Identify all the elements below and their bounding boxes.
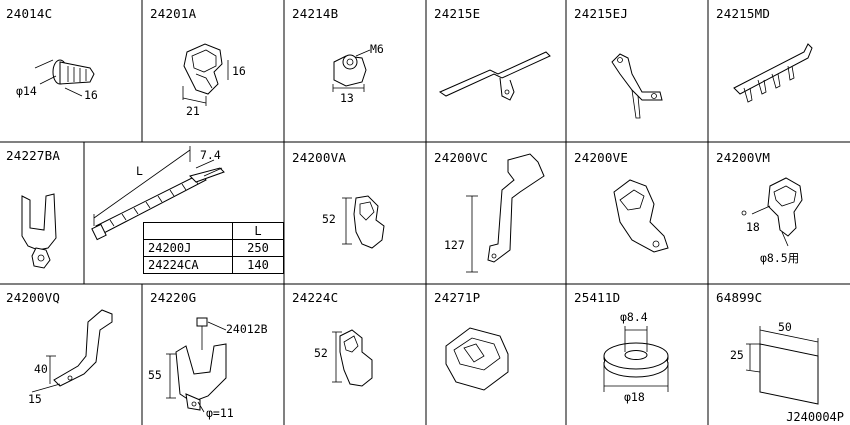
- clip-24224c-drawing: [332, 329, 373, 387]
- part-label-24201a: 24201A: [150, 6, 197, 21]
- dim-24200vq-height: 40: [34, 362, 48, 376]
- dim-24201a-height: 16: [232, 64, 246, 78]
- pad-64899c-drawing: [745, 326, 819, 405]
- dim-24214b-width: 13: [340, 91, 354, 105]
- dim-24200vm-width: 18: [746, 220, 760, 234]
- dim-24220g-height: 55: [148, 368, 162, 382]
- cable-tie-drawing: [91, 146, 225, 241]
- dim-25411d-outer: φ18: [624, 390, 645, 404]
- washer-25411d-drawing: [603, 326, 669, 392]
- dim-24220g-bolt: 24012B: [226, 322, 268, 336]
- part-label-25411d: 25411D: [574, 290, 621, 305]
- table-header-row: L: [143, 222, 284, 240]
- table-cell-part: 24200J: [143, 239, 233, 257]
- table-cell-part: 24224CA: [143, 256, 233, 274]
- grommet-24271p-drawing: [445, 327, 509, 391]
- dim-24200va-height: 52: [322, 212, 336, 226]
- dim-64899c-height: 25: [730, 348, 744, 362]
- part-label-24271p: 24271P: [434, 290, 481, 305]
- dim-24201a-width: 21: [186, 104, 200, 118]
- part-label-24224c: 24224C: [292, 290, 339, 305]
- part-label-24215ej: 24215EJ: [574, 6, 629, 21]
- clip-24014c-drawing: [34, 59, 95, 97]
- dim-24014c-diameter: φ14: [16, 84, 37, 98]
- nut-24214b-drawing: [332, 49, 371, 92]
- dim-24214b-thread: M6: [370, 42, 384, 56]
- part-label-24220g: 24220G: [150, 290, 197, 305]
- part-label-24215md: 24215MD: [716, 6, 771, 21]
- dim-24200vq-width: 15: [28, 392, 42, 406]
- bracket-24200vc-drawing: [466, 153, 545, 273]
- part-label-24200vc: 24200VC: [434, 150, 489, 165]
- part-label-24200va: 24200VA: [292, 150, 347, 165]
- diagram-reference-code: J240004P: [786, 410, 844, 424]
- bracket-24215ej-drawing: [611, 53, 663, 119]
- clip-24200va-drawing: [342, 195, 385, 249]
- dim-24200vm-hole: φ8.5用: [760, 251, 800, 265]
- dim-tie-length: L: [136, 164, 143, 178]
- table-cell-length: 250: [232, 239, 284, 257]
- dim-tie-width: 7.4: [200, 148, 221, 162]
- part-label-24200vm: 24200VM: [716, 150, 771, 165]
- dim-24200vc-height: 127: [444, 238, 465, 252]
- part-label-24200vq: 24200VQ: [6, 290, 61, 305]
- table-cell-length: 140: [232, 256, 284, 274]
- clip-24227ba-drawing: [21, 193, 57, 269]
- part-label-24227ba: 24227BA: [6, 148, 61, 163]
- dim-24014c-length: 16: [84, 88, 98, 102]
- table-row: 24200J 250: [143, 239, 284, 257]
- dim-24220g-hole: φ=11: [206, 406, 234, 420]
- part-label-24014c: 24014C: [6, 6, 53, 21]
- rail-24215md-drawing: [733, 43, 813, 103]
- dim-25411d-inner: φ8.4: [620, 310, 648, 324]
- part-label-24215e: 24215E: [434, 6, 481, 21]
- clip-24220g-drawing: [166, 317, 227, 413]
- part-label-64899c: 64899C: [716, 290, 763, 305]
- part-label-24214b: 24214B: [292, 6, 339, 21]
- table-row: 24224CA 140: [143, 256, 284, 274]
- dim-64899c-width: 50: [778, 320, 792, 334]
- table-header-length: L: [232, 222, 284, 240]
- table-header-empty: [143, 222, 233, 240]
- bracket-24215e-drawing: [438, 51, 551, 101]
- cable-tie-length-table: L 24200J 250 24224CA 140: [143, 222, 284, 274]
- bracket-24200vq-drawing: [31, 309, 113, 393]
- dim-24224c-height: 52: [314, 346, 328, 360]
- part-label-24200ve: 24200VE: [574, 150, 629, 165]
- clip-24201a-drawing: [182, 43, 229, 106]
- clip-24200ve-drawing: [613, 179, 669, 253]
- clip-24200vm-drawing: [741, 177, 803, 247]
